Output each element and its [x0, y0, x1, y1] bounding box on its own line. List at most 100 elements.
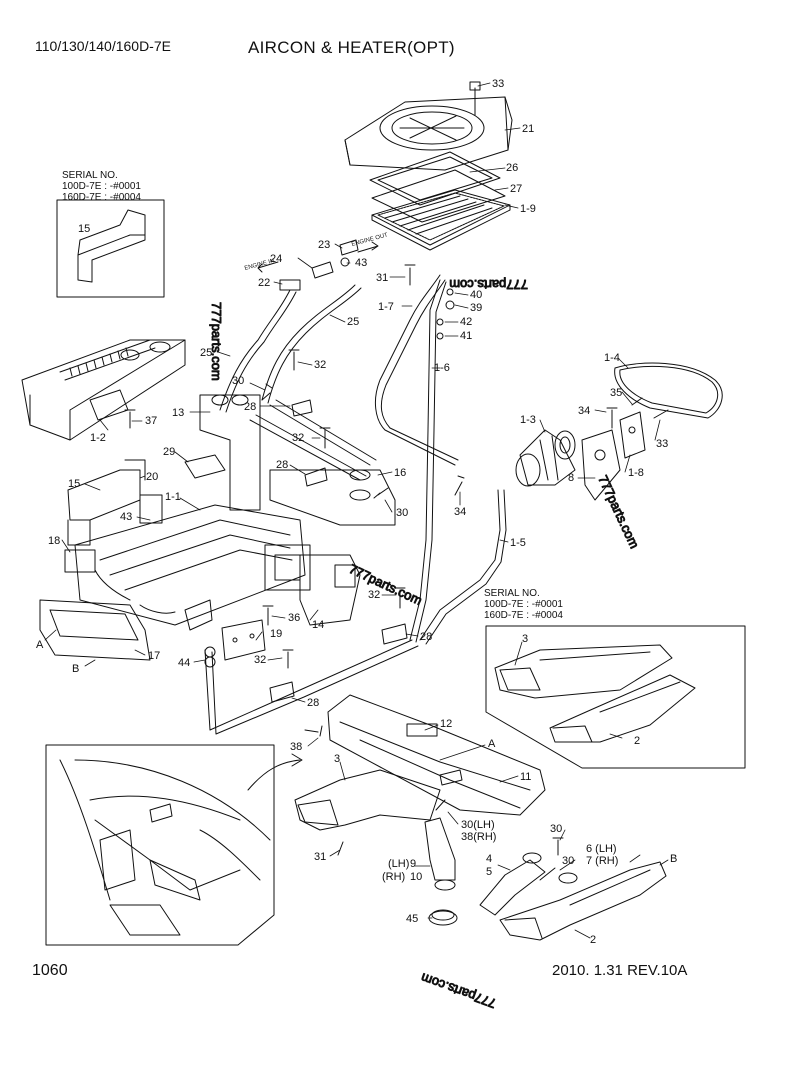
bracket-19 — [221, 619, 266, 661]
callout: 30 — [396, 507, 408, 519]
leader-lines — [44, 82, 669, 939]
callout: 37 — [145, 415, 157, 427]
callout: 32 — [314, 359, 326, 371]
serial-note-ducts: SERIAL NO. 100D-7E : -#0001 160D-7E : -#… — [484, 588, 563, 621]
callout: 1-1 — [165, 491, 181, 503]
serial-note-duct: SERIAL NO. 100D-7E : -#0001 160D-7E : -#… — [62, 170, 141, 203]
callout: 8 — [568, 472, 574, 484]
callout: 21 — [522, 123, 534, 135]
callout: 16 — [394, 467, 406, 479]
callout: 22 — [258, 277, 270, 289]
inset-box-duct — [56, 199, 165, 298]
callout: 39 — [470, 302, 482, 314]
callout: 17 — [148, 650, 160, 662]
callout: 2 — [590, 934, 596, 946]
callout: 33 — [656, 438, 668, 450]
filter-29 — [184, 454, 226, 479]
callout: 10 — [410, 871, 422, 883]
callout: (LH) — [388, 858, 409, 870]
callout: 32 — [292, 432, 304, 444]
callout: 2 — [634, 735, 640, 747]
page-title: AIRCON & HEATER(OPT) — [248, 38, 455, 57]
callout: 41 — [460, 330, 472, 342]
lower-dash-duct — [327, 694, 546, 816]
condenser-cover — [344, 96, 513, 171]
pointer-arrowhead — [291, 753, 303, 767]
callout: 31 — [376, 272, 388, 284]
callout: 36 — [288, 612, 300, 624]
lower-duct-3 — [294, 769, 441, 831]
clamps-28 — [269, 399, 408, 703]
callout: 15 — [68, 478, 80, 490]
callout: 12 — [440, 718, 452, 730]
engine-fittings — [257, 239, 379, 291]
callout: 34 — [578, 405, 590, 417]
callout: 28 — [307, 697, 319, 709]
callout: 30 — [562, 855, 574, 867]
revision-date: 2010. 1.31 REV.10A — [552, 962, 688, 979]
serial-line: 100D-7E : -#0001 — [62, 181, 141, 192]
serial-line: 160D-7E : -#0004 — [62, 192, 141, 203]
compressor — [515, 429, 576, 487]
callout: 1-3 — [520, 414, 536, 426]
rear-duct-3 — [494, 644, 673, 699]
cab-view-sketch — [59, 759, 271, 936]
callout: 20 — [146, 471, 158, 483]
rear-duct-2 — [549, 674, 696, 743]
serial-title: SERIAL NO. — [484, 588, 540, 599]
callout: 33 — [492, 78, 504, 90]
callout: 42 — [460, 316, 472, 328]
inset-duct-15 — [77, 209, 146, 283]
callout: 7 (RH) — [586, 855, 618, 867]
refrigerant-hoses — [204, 274, 507, 735]
callout: 34 — [454, 506, 466, 518]
pointer-arrow — [247, 759, 301, 791]
inset-box-rear-ducts — [485, 625, 746, 769]
bolt-33 — [469, 81, 481, 116]
callout: 1-8 — [628, 467, 644, 479]
callout: 1-6 — [434, 362, 450, 374]
callout: 3 — [522, 633, 528, 645]
right-ducts — [199, 394, 396, 626]
condenser-frame — [369, 151, 506, 223]
callout: 1-7 — [378, 301, 394, 313]
callout: 31 — [314, 851, 326, 863]
callout: 40 — [470, 289, 482, 301]
callout: 30 — [550, 823, 562, 835]
callout: 45 — [406, 913, 418, 925]
page-number: 1060 — [32, 962, 68, 979]
callout: 27 — [510, 183, 522, 195]
callout: 6 (LH) — [586, 843, 617, 855]
watermark: 777parts.com — [449, 277, 528, 292]
callout: 1-5 — [510, 537, 526, 549]
serial-title: SERIAL NO. — [62, 170, 118, 181]
callout: 13 — [172, 407, 184, 419]
callout: 29 — [163, 446, 175, 458]
callout: 44 — [178, 657, 190, 669]
hose-clamp-45 — [428, 909, 458, 926]
duct-9-10 — [424, 817, 456, 891]
callout: 28 — [420, 631, 432, 643]
callout: 43 — [355, 257, 367, 269]
hvac-main-unit — [74, 504, 311, 631]
callout: 38 — [290, 741, 302, 753]
callout: 1-9 — [520, 203, 536, 215]
condenser-core — [371, 189, 511, 251]
callout: 9 — [410, 858, 416, 870]
callout: 30(LH) — [461, 819, 495, 831]
callout: 1-2 — [90, 432, 106, 444]
callout: 32 — [254, 654, 266, 666]
callout: 25 — [347, 316, 359, 328]
front-ducts — [39, 459, 163, 661]
callout: 25 — [200, 347, 212, 359]
watermark: 777parts.com — [595, 473, 642, 551]
callout: 11 — [520, 771, 531, 783]
callout: 32 — [368, 589, 380, 601]
callout: 19 — [270, 628, 282, 640]
callout: 28 — [276, 459, 288, 471]
watermark: 777parts.com — [419, 970, 498, 1011]
watermark: 777parts.com — [209, 302, 224, 381]
callout: 23 — [318, 239, 330, 251]
watermark: 777parts.com — [347, 561, 425, 608]
